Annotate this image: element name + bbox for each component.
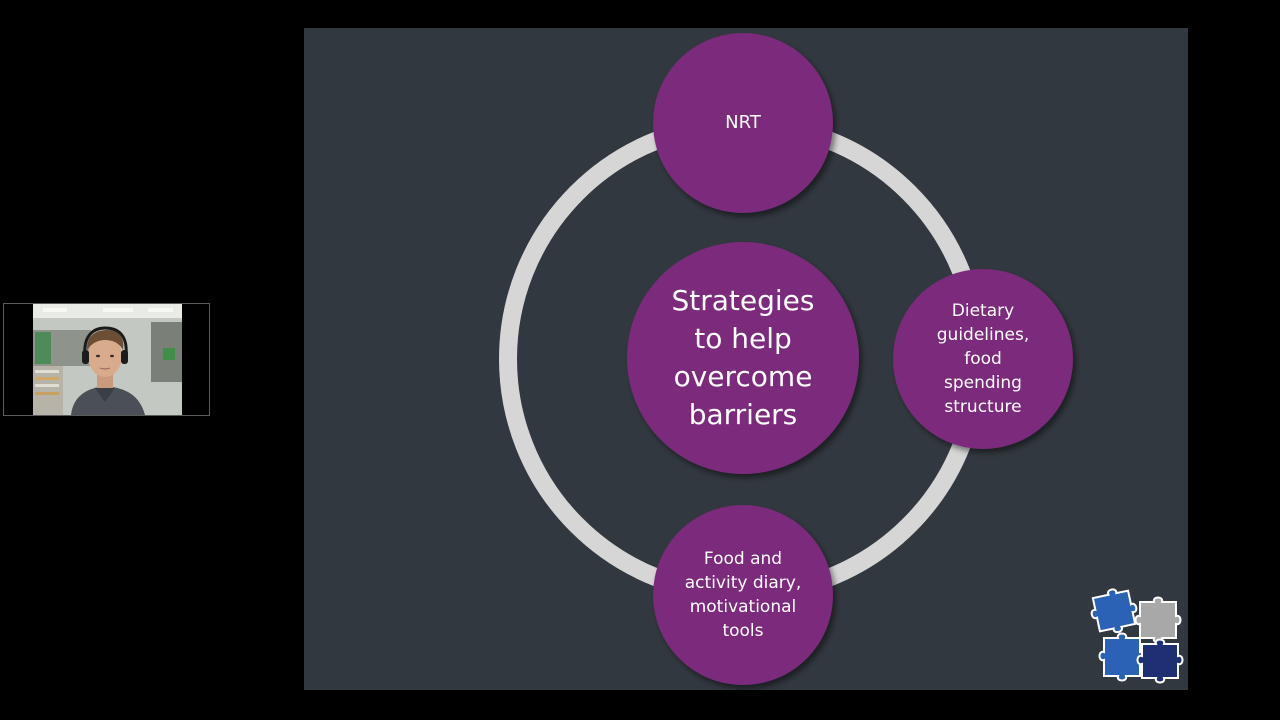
- top-node-circle: [653, 33, 833, 213]
- bottom-node-circle: [653, 505, 833, 685]
- right-node-circle: [893, 269, 1073, 449]
- top-node-label: NRT: [725, 112, 761, 133]
- webcam-video: [33, 304, 182, 415]
- presentation-slide: Strategies to help overcome barriers NRT…: [304, 28, 1188, 690]
- webcam-thumbnail[interactable]: [3, 303, 210, 416]
- center-node-label: Strategies to help overcome barriers: [671, 284, 815, 431]
- center-node-circle: [627, 242, 859, 474]
- presenter-with-headphones-icon: [33, 304, 182, 415]
- cycle-diagram: [499, 33, 1073, 685]
- bottom-node-label: Food and activity diary, motivational to…: [684, 549, 802, 641]
- right-node-label: Dietary guidelines, food spending struct…: [936, 301, 1030, 417]
- puzzle-pieces-icon: [1090, 588, 1184, 684]
